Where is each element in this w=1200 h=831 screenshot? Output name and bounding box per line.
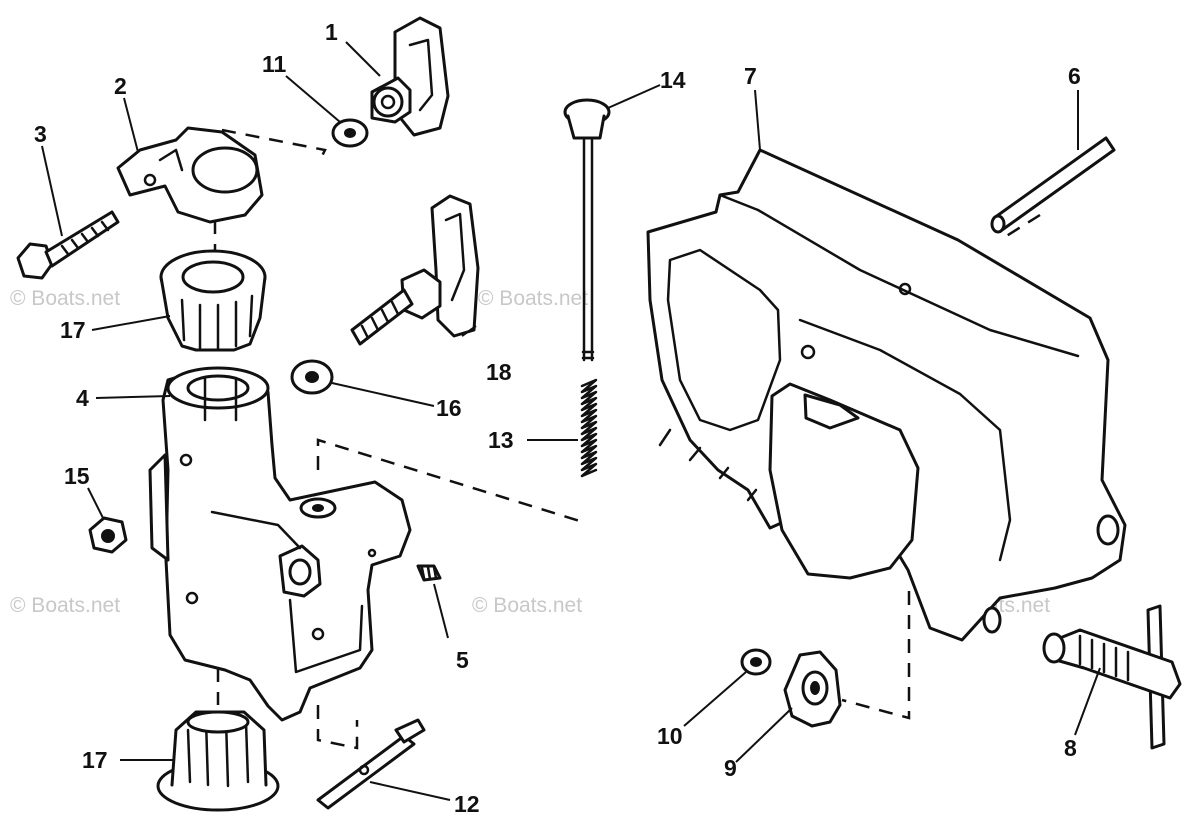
watermark: © Boats.net bbox=[472, 594, 582, 617]
part-14-plunger bbox=[563, 98, 611, 362]
watermark: © Boats.net bbox=[478, 287, 588, 310]
part-3-bolt bbox=[16, 210, 120, 280]
callout-16: 16 bbox=[436, 395, 462, 421]
callout-15: 15 bbox=[64, 463, 90, 489]
callout-17-bottom: 17 bbox=[82, 747, 108, 773]
part-10-nut bbox=[740, 648, 772, 676]
part-15-nut bbox=[88, 516, 128, 554]
part-13-spring bbox=[580, 378, 598, 478]
watermark: © Boats.net bbox=[10, 594, 120, 617]
callout-1: 1 bbox=[325, 19, 338, 45]
callout-14: 14 bbox=[660, 67, 686, 93]
part-2-clamp-bracket bbox=[116, 126, 264, 224]
part-17-bushing-bottom bbox=[156, 710, 280, 812]
callout-2: 2 bbox=[114, 73, 127, 99]
callout-13: 13 bbox=[488, 427, 514, 453]
part-18-thumb-screw bbox=[350, 194, 480, 346]
callout-17-top: 17 bbox=[60, 317, 86, 343]
part-4-swivel-bracket bbox=[148, 366, 412, 722]
callout-7: 7 bbox=[744, 63, 757, 89]
watermark: © Boats.net bbox=[10, 287, 120, 310]
part-8-t-screw bbox=[1042, 604, 1182, 750]
callout-12: 12 bbox=[454, 791, 480, 817]
part-17-bushing-top bbox=[159, 249, 267, 352]
callout-5: 5 bbox=[456, 647, 469, 673]
callout-4: 4 bbox=[76, 385, 89, 411]
part-7-stern-bracket bbox=[646, 148, 1127, 642]
callout-10: 10 bbox=[657, 723, 683, 749]
callout-8: 8 bbox=[1064, 735, 1077, 761]
callout-6: 6 bbox=[1068, 63, 1081, 89]
callout-11: 11 bbox=[262, 51, 287, 77]
part-5-set-screw bbox=[416, 564, 442, 582]
part-6-pin bbox=[990, 136, 1116, 234]
callout-3: 3 bbox=[34, 121, 47, 147]
part-9-clamp-pad bbox=[783, 650, 842, 728]
leader-lines bbox=[41, 41, 1101, 801]
callout-18: 18 bbox=[486, 359, 512, 385]
part-11-washer bbox=[331, 118, 369, 148]
callout-numbers: 1 2 3 4 5 6 7 8 9 10 11 12 13 14 15 16 1… bbox=[34, 19, 1081, 817]
callout-9: 9 bbox=[724, 755, 737, 781]
part-12-pivot-pin bbox=[316, 718, 426, 810]
part-1-clamp-handle bbox=[370, 16, 450, 137]
part-16-washer bbox=[290, 359, 334, 395]
